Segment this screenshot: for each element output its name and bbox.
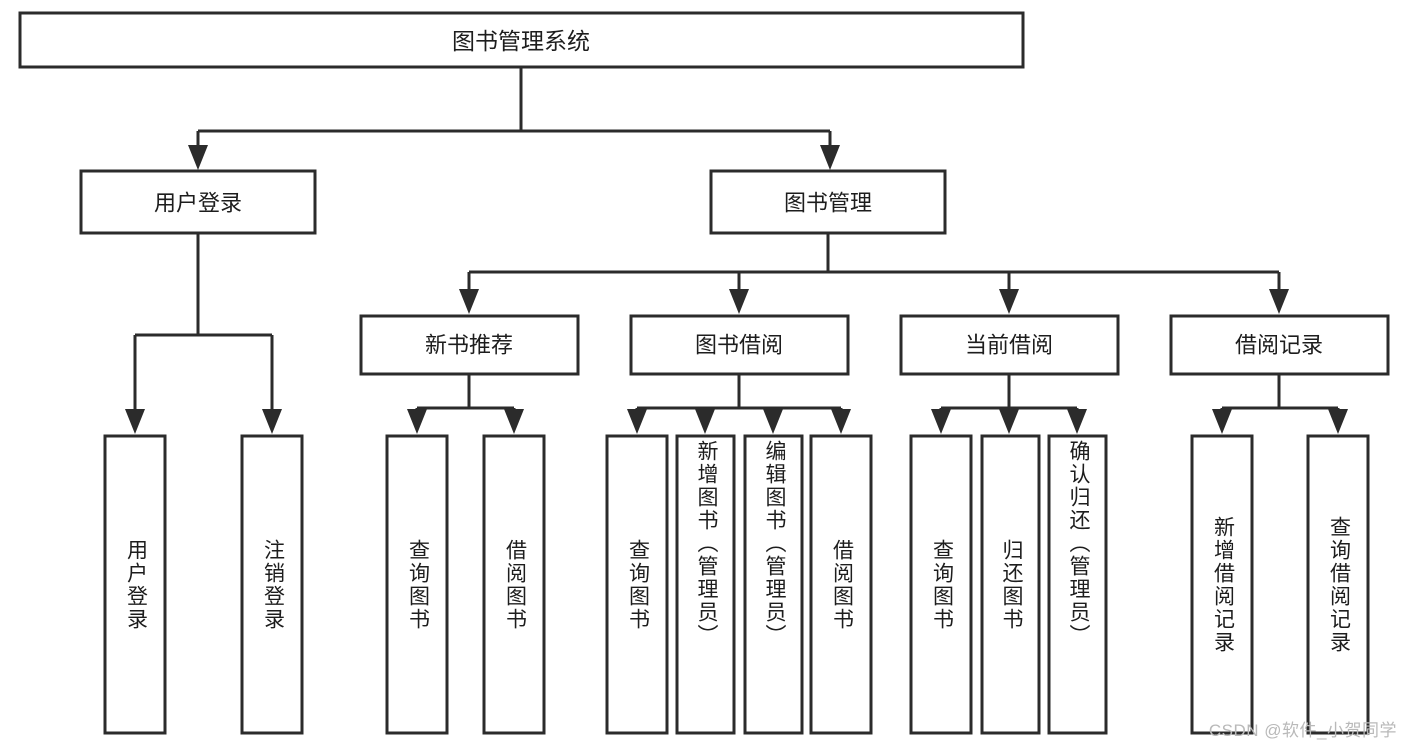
arrow-root-to-user-login-icon: [188, 145, 208, 170]
node-borrow-record-box[interactable]: [1169, 314, 1390, 376]
arrow-bb-leaf-1-icon: [627, 409, 647, 434]
arrow-cb-leaf-2-icon: [999, 409, 1019, 434]
node-book-borrow-box[interactable]: [629, 314, 850, 376]
node-root-box[interactable]: [18, 11, 1025, 69]
connector-current-borrow-to-leaves: [931, 374, 1087, 434]
node-new-book-recommend-box[interactable]: [359, 314, 580, 376]
node-new-book-recommend-label: 新书推荐: [425, 333, 513, 358]
leaf-box-borrow-record-1[interactable]: [1190, 434, 1254, 735]
connector-user-login-to-leaves: [125, 233, 282, 434]
arrow-to-new-book-recommend-icon: [459, 289, 479, 314]
node-root[interactable]: 图书管理系统: [18, 11, 1025, 69]
arrow-to-current-borrow-icon: [999, 289, 1019, 314]
leaf-box-user-login-2[interactable]: [240, 434, 304, 735]
arrow-to-borrow-record-icon: [1269, 289, 1289, 314]
leaf-box-current-borrow-1[interactable]: [909, 434, 973, 735]
leaf-box-user-login-1[interactable]: [103, 434, 167, 735]
arrow-root-to-book-mgmt-icon: [820, 145, 840, 170]
arrow-br-leaf-1-icon: [1212, 409, 1232, 434]
node-book-borrow[interactable]: 图书借阅: [629, 314, 850, 376]
node-book-management-box[interactable]: [709, 169, 947, 235]
arrow-bb-leaf-4-icon: [831, 409, 851, 434]
arrow-user-login-leaf-2-icon: [262, 409, 282, 434]
node-user-login[interactable]: 用户登录: [79, 169, 317, 235]
node-current-borrow-box[interactable]: [899, 314, 1120, 376]
arrow-nbr-leaf-1-icon: [407, 409, 427, 434]
node-book-management[interactable]: 图书管理: [709, 169, 947, 235]
leaf-box-book-borrow-3[interactable]: [743, 434, 804, 735]
connector-book-mgmt-to-level3: [459, 233, 1289, 314]
leaf-box-new-book-recommend-1[interactable]: [385, 434, 449, 735]
leaf-box-book-borrow-2[interactable]: [675, 434, 736, 735]
node-new-book-recommend[interactable]: 新书推荐: [359, 314, 580, 376]
node-book-borrow-label: 图书借阅: [695, 333, 783, 358]
arrow-user-login-leaf-1-icon: [125, 409, 145, 434]
leaf-box-current-borrow-3[interactable]: [1047, 434, 1108, 735]
leaf-box-book-borrow-4[interactable]: [809, 434, 873, 735]
arrow-bb-leaf-2-icon: [695, 409, 715, 434]
leaf-box-borrow-record-2[interactable]: [1306, 434, 1370, 735]
arrow-bb-leaf-3-icon: [763, 409, 783, 434]
node-borrow-record[interactable]: 借阅记录: [1169, 314, 1390, 376]
node-root-label: 图书管理系统: [452, 28, 590, 54]
connector-new-book-recommend-to-leaves: [407, 374, 524, 434]
arrow-cb-leaf-1-icon: [931, 409, 951, 434]
arrow-to-book-borrow-icon: [729, 289, 749, 314]
csdn-watermark: CSDN @软件_小贺同学: [1208, 721, 1397, 740]
leaf-box-current-borrow-2[interactable]: [980, 434, 1041, 735]
node-current-borrow[interactable]: 当前借阅: [899, 314, 1120, 376]
connector-root-to-level2: [188, 67, 840, 170]
node-borrow-record-label: 借阅记录: [1235, 333, 1323, 358]
node-current-borrow-label: 当前借阅: [965, 333, 1053, 358]
leaf-box-book-borrow-1[interactable]: [605, 434, 669, 735]
leaf-box-new-book-recommend-2[interactable]: [482, 434, 546, 735]
arrow-nbr-leaf-2-icon: [504, 409, 524, 434]
node-book-management-label: 图书管理: [784, 191, 872, 216]
node-user-login-label: 用户登录: [154, 191, 242, 216]
arrow-br-leaf-2-icon: [1328, 409, 1348, 434]
connector-book-borrow-to-leaves: [627, 374, 851, 434]
arrow-cb-leaf-3-icon: [1067, 409, 1087, 434]
connector-borrow-record-to-leaves: [1212, 374, 1348, 434]
